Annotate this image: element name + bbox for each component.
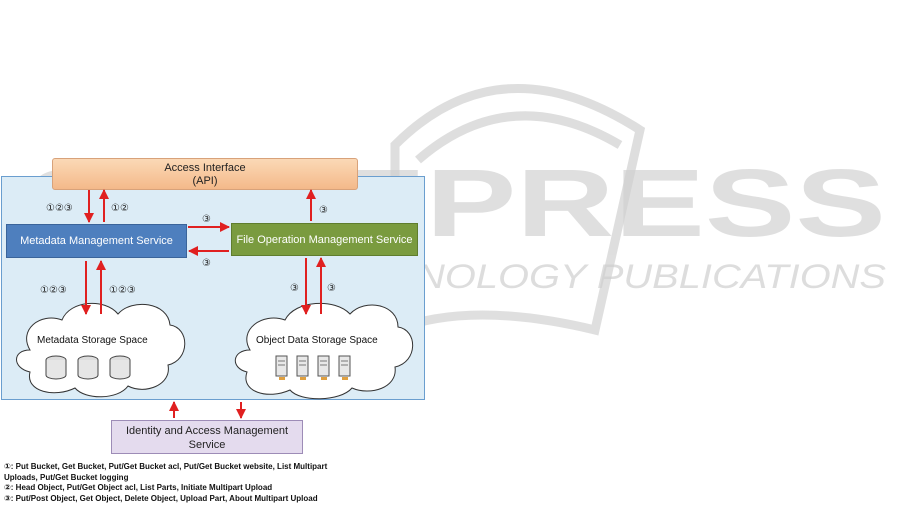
label-metadata-to-file: ③ xyxy=(202,214,211,225)
object-storage-label: Object Data Storage Space xyxy=(256,335,378,346)
iam-subtitle: Service xyxy=(188,439,226,451)
iam-title: Identity and Access Management xyxy=(125,425,289,437)
label-api-to-metadata: ①②③ xyxy=(46,203,73,214)
legend-line: ①: Put Bucket, Get Bucket, Put/Get Bucke… xyxy=(4,462,328,471)
legend-line: ②: Head Object, Put/Get Object acl, List… xyxy=(4,483,273,492)
label-storage-to-metadata: ①②③ xyxy=(109,285,136,296)
metadata-storage-cloud xyxy=(16,302,186,398)
legend-line: Uploads, Put/Get Bucket logging xyxy=(4,472,129,482)
label-object-to-file: ③ xyxy=(327,283,336,294)
access-interface-subtitle: (API) xyxy=(192,175,218,187)
server-icon xyxy=(296,355,309,380)
legend: ①: Put Bucket, Get Bucket, Put/Get Bucke… xyxy=(4,462,424,504)
label-file-to-object: ③ xyxy=(290,283,299,294)
object-storage-cloud xyxy=(234,302,414,400)
file-operation-management-service: File Operation Management Service xyxy=(231,223,418,256)
access-interface-box: Access Interface (API) xyxy=(52,158,358,190)
server-icon xyxy=(275,355,288,380)
database-icon xyxy=(45,355,67,380)
label-metadata-to-api: ①② xyxy=(111,203,129,214)
metadata-service-label: Metadata Management Service xyxy=(20,235,173,247)
label-metadata-to-storage: ①②③ xyxy=(40,285,67,296)
identity-access-management-box: Identity and Access Management Service xyxy=(111,420,303,454)
metadata-management-service: Metadata Management Service xyxy=(6,224,187,258)
label-file-to-api: ③ xyxy=(319,205,328,216)
legend-line: ③: Put/Post Object, Get Object, Delete O… xyxy=(4,493,318,503)
database-icon xyxy=(109,355,131,380)
access-interface-title: Access Interface xyxy=(164,162,246,174)
label-file-to-metadata: ③ xyxy=(202,258,211,269)
server-icon xyxy=(338,355,351,380)
server-icon xyxy=(317,355,330,380)
database-icon xyxy=(77,355,99,380)
metadata-storage-label: Metadata Storage Space xyxy=(37,335,148,346)
book-logo-icon xyxy=(390,84,646,337)
file-service-label: File Operation Management Service xyxy=(236,233,413,246)
